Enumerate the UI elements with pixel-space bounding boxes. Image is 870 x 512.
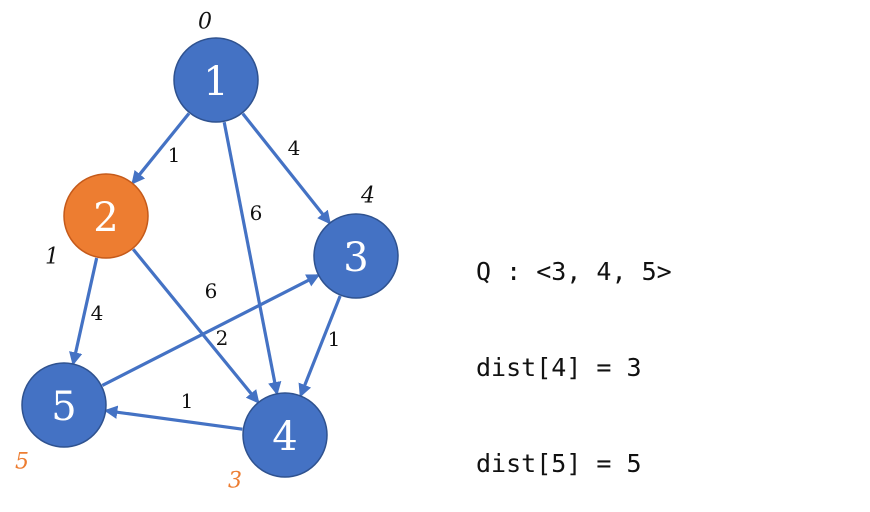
edge-1-to-4: [222, 121, 282, 396]
algorithm-state-panel: Q : <3, 4, 5> dist[4] = 3 dist[5] = 5: [476, 192, 672, 512]
node-3-distance: 4: [360, 184, 375, 209]
node-4-circle: [242, 392, 328, 478]
edge-2-to-5: [69, 257, 99, 366]
edge-3-to-4: [298, 295, 342, 398]
node-1-circle: [173, 37, 259, 123]
edge-weight-2-4: 2: [216, 326, 229, 350]
edges-layer: [69, 112, 342, 431]
distance-labels-layer: 0 1 4 3 5: [15, 10, 375, 494]
node-5-label: 5: [51, 384, 76, 430]
node-3: 3: [313, 213, 399, 299]
edge-weight-2-5: 4: [91, 301, 104, 325]
edge-weight-1-2: 1: [168, 143, 181, 167]
edge-labels-layer: 1 4 6 4 2 6 1 1: [91, 136, 341, 413]
edge-weight-1-4: 6: [250, 201, 263, 225]
node-4: 4: [242, 392, 328, 478]
edge-weight-3-4: 1: [328, 327, 341, 351]
edge-weight-1-3: 4: [288, 136, 301, 160]
node-1-label: 1: [203, 59, 228, 105]
dist-4-line: dist[4] = 3: [476, 353, 642, 382]
node-2-distance: 1: [45, 245, 59, 270]
node-1: 1: [173, 37, 259, 123]
edge-weight-4-5: 1: [181, 389, 194, 413]
dist-5-line: dist[5] = 5: [476, 449, 642, 478]
node-2-label: 2: [93, 195, 118, 241]
edge-1-to-3: [241, 112, 331, 225]
node-5-circle: [21, 362, 107, 448]
node-4-label: 4: [272, 414, 297, 460]
edge-2-to-4: [131, 248, 260, 404]
node-3-circle: [313, 213, 399, 299]
queue-line: Q : <3, 4, 5>: [476, 257, 672, 286]
edge-4-to-5: [103, 405, 243, 431]
node-5-distance: 5: [15, 450, 29, 475]
node-1-distance: 0: [198, 10, 212, 35]
edge-5-to-3: [101, 274, 321, 387]
node-4-distance: 3: [228, 469, 242, 494]
node-3-label: 3: [343, 235, 368, 281]
node-2: 2: [63, 173, 149, 259]
nodes-layer: 1 2 3 4 5: [21, 37, 399, 478]
node-5: 5: [21, 362, 107, 448]
edge-1-to-2: [131, 112, 191, 185]
edge-weight-5-3: 6: [205, 279, 218, 303]
node-2-circle: [63, 173, 149, 259]
